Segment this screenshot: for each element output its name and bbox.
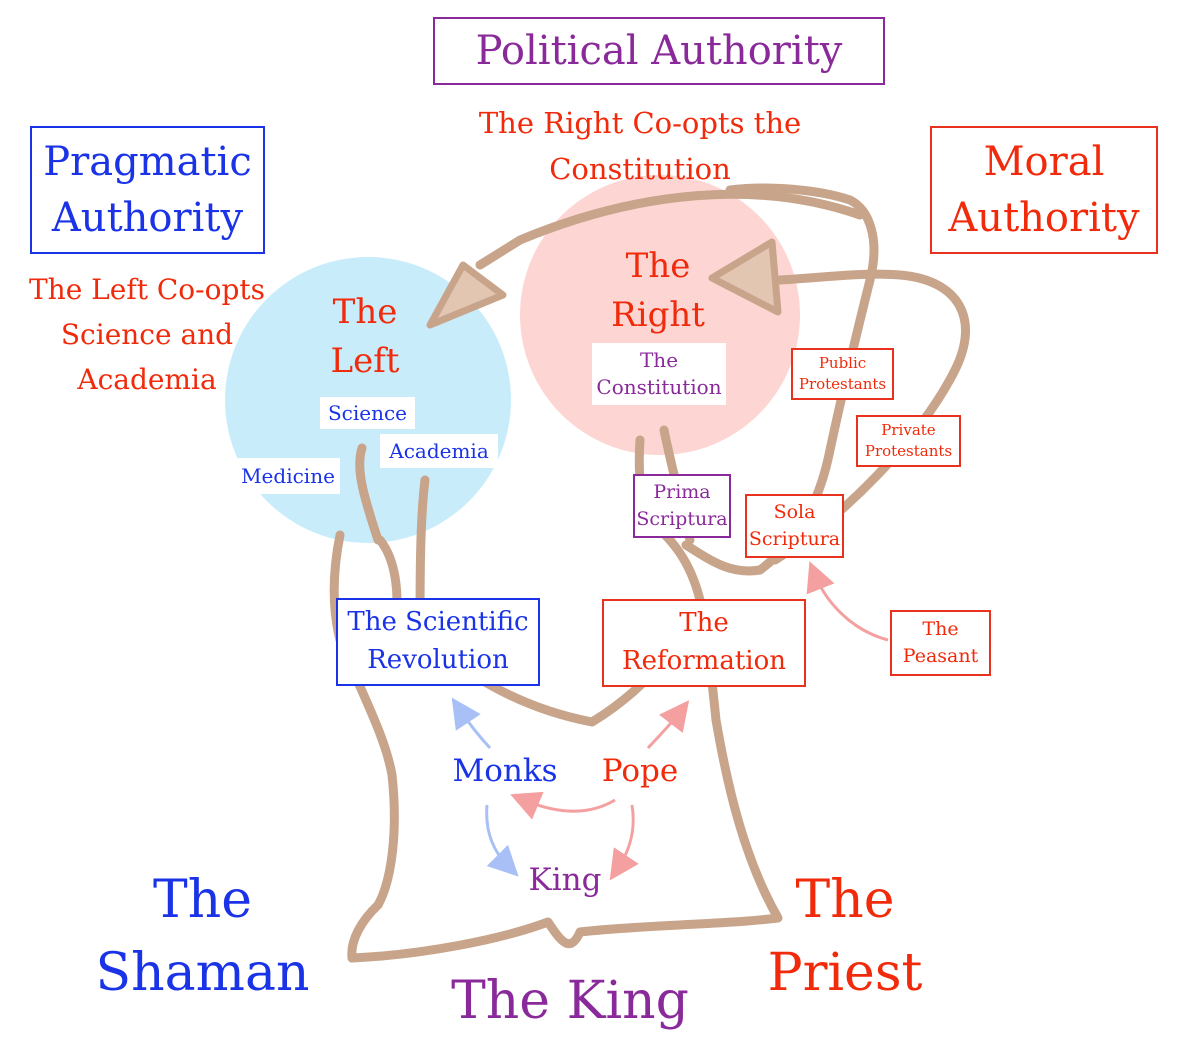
- arrow-protestants-to-right: [708, 238, 970, 565]
- the-left-label: The Left: [305, 288, 425, 387]
- academia-label: Academia: [380, 434, 498, 468]
- sola-scriptura-box: Sola Scriptura: [745, 494, 844, 558]
- political-authority-box: Political Authority: [433, 17, 885, 85]
- public-protestants-box: Public Protestants: [791, 348, 894, 400]
- pragmatic-authority-line2: Authority: [51, 195, 244, 241]
- the-priest-line1: The: [795, 870, 895, 930]
- monks-label: Monks: [440, 753, 570, 790]
- right-coopts-line1: The Right Co-opts the: [478, 106, 802, 140]
- moral-authority-line1: Moral: [983, 139, 1105, 185]
- the-shaman-line2: Shaman: [95, 942, 310, 1003]
- arrow-pope-to-king: [609, 804, 639, 881]
- medicine-label: Medicine: [236, 458, 340, 494]
- prima-scriptura-line2: Scriptura: [636, 508, 728, 530]
- left-coopts-line1: The Left Co-opts: [28, 273, 265, 306]
- pope-text: Pope: [601, 753, 679, 789]
- science-text: Science: [327, 400, 408, 425]
- prima-scriptura-box: Prima Scriptura: [633, 474, 731, 538]
- private-protestants-line2: Protestants: [864, 442, 953, 460]
- the-king-label: The King: [430, 970, 710, 1032]
- arrow-pope-to-monks: [510, 791, 616, 820]
- the-right-line2: Right: [611, 295, 705, 336]
- reformation-line2: Reformation: [622, 646, 786, 676]
- political-authority-label: Political Authority: [475, 28, 843, 74]
- arrow-pope-to-reformation: [646, 700, 690, 750]
- right-coopts-note: The Right Co-opts the Constitution: [470, 100, 810, 193]
- the-priest-line2: Priest: [767, 942, 923, 1003]
- the-shaman-line1: The: [153, 870, 252, 930]
- the-shaman-label: The Shaman: [95, 864, 310, 1010]
- pragmatic-authority-line1: Pragmatic: [43, 139, 252, 185]
- peasant-line2: Peasant: [902, 645, 979, 667]
- medicine-text: Medicine: [241, 463, 335, 488]
- academia-text: Academia: [389, 438, 489, 463]
- the-left-line2: Left: [330, 341, 400, 382]
- constitution-line2: Constitution: [596, 375, 722, 399]
- constitution-line1: The: [639, 348, 679, 372]
- moral-authority-box: Moral Authority: [930, 126, 1158, 254]
- right-circle: [520, 175, 800, 455]
- right-coopts-line2: Constitution: [549, 152, 731, 187]
- reformation-line1: The: [679, 608, 729, 639]
- arrow-monks-to-revolution: [451, 697, 492, 750]
- the-left-line1: The: [332, 292, 398, 332]
- moral-authority-line2: Authority: [948, 195, 1140, 241]
- science-label: Science: [320, 397, 415, 429]
- left-coopts-line2: Science and: [60, 317, 234, 351]
- sola-scriptura-line1: Sola: [773, 501, 816, 524]
- the-right-line1: The: [625, 246, 691, 286]
- reformation-box: The Reformation: [602, 599, 806, 687]
- private-protestants-box: Private Protestants: [856, 415, 961, 467]
- prima-scriptura-line1: Prima: [653, 481, 711, 504]
- pragmatic-authority-box: Pragmatic Authority: [30, 126, 265, 254]
- arrow-peasant-to-sola: [806, 561, 889, 642]
- the-king-text: The King: [451, 971, 689, 1031]
- left-coopts-note: The Left Co-opts Science and Academia: [12, 268, 282, 402]
- arrow-monks-to-king: [485, 804, 519, 877]
- private-protestants-line1: Private: [881, 421, 936, 439]
- peasant-line1: The: [922, 618, 959, 641]
- king-actor-text: King: [528, 862, 602, 898]
- left-coopts-line3: Academia: [77, 362, 217, 396]
- scientific-revolution-line1: The Scientific: [347, 607, 529, 638]
- pope-label: Pope: [585, 753, 695, 790]
- scientific-revolution-line2: Revolution: [367, 645, 509, 675]
- scientific-revolution-box: The Scientific Revolution: [336, 598, 540, 686]
- peasant-box: The Peasant: [890, 610, 991, 676]
- the-right-label: The Right: [598, 242, 718, 341]
- constitution-label: The Constitution: [592, 343, 726, 405]
- sola-scriptura-line2: Scriptura: [748, 528, 841, 550]
- public-protestants-line1: Public: [818, 354, 867, 372]
- the-priest-label: The Priest: [760, 864, 930, 1010]
- arrow-right-to-left: [426, 189, 865, 329]
- public-protestants-line2: Protestants: [798, 375, 887, 393]
- monks-text: Monks: [452, 753, 558, 789]
- king-actor-label: King: [510, 862, 620, 899]
